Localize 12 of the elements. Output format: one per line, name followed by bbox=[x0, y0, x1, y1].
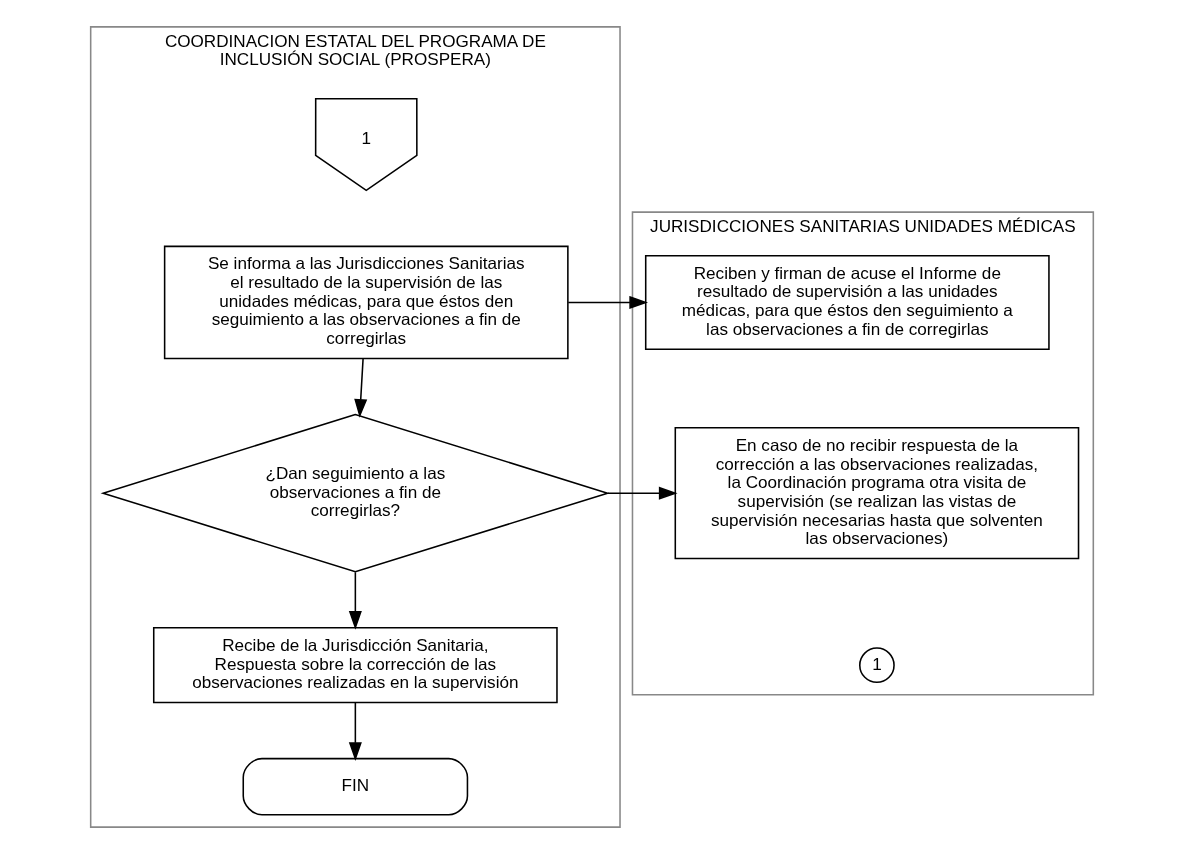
node-box: Reciben y firman de acuse el Informe de resultado de supervisión a las unidades médicas, para que éstos den seguimiento a las observaciones a fin de corregirlas bbox=[644, 254, 1050, 350]
arrow bbox=[607, 486, 678, 500]
node-box: Se informa a las Jurisdicciones Sanitarias el resultado de la supervisión de las unidades médicas, para que éstos den seguimiento a las observaciones a fin de corregirlas bbox=[163, 245, 569, 360]
arrow bbox=[348, 571, 362, 630]
node-diamond: ¿Dan seguimiento a las observaciones a fin de corregirlas? bbox=[100, 413, 611, 573]
arrow bbox=[348, 702, 362, 761]
node-box: FIN bbox=[242, 757, 469, 816]
arrow bbox=[567, 295, 649, 309]
node-box: Recibe de la Jurisdicción Sanitaria, Respuesta sobre la corrección de las observaciones realizadas en la supervisión bbox=[152, 627, 558, 704]
arrow bbox=[354, 358, 368, 418]
node-box: En caso de no recibir respuesta de la corrección a las observaciones realizadas, la Coordinación programa otra visita de supervisión (se realizan las vistas de supervisión necesarias hasta que solventen las observaciones) bbox=[674, 427, 1080, 560]
node-circle: 1 bbox=[859, 647, 895, 684]
